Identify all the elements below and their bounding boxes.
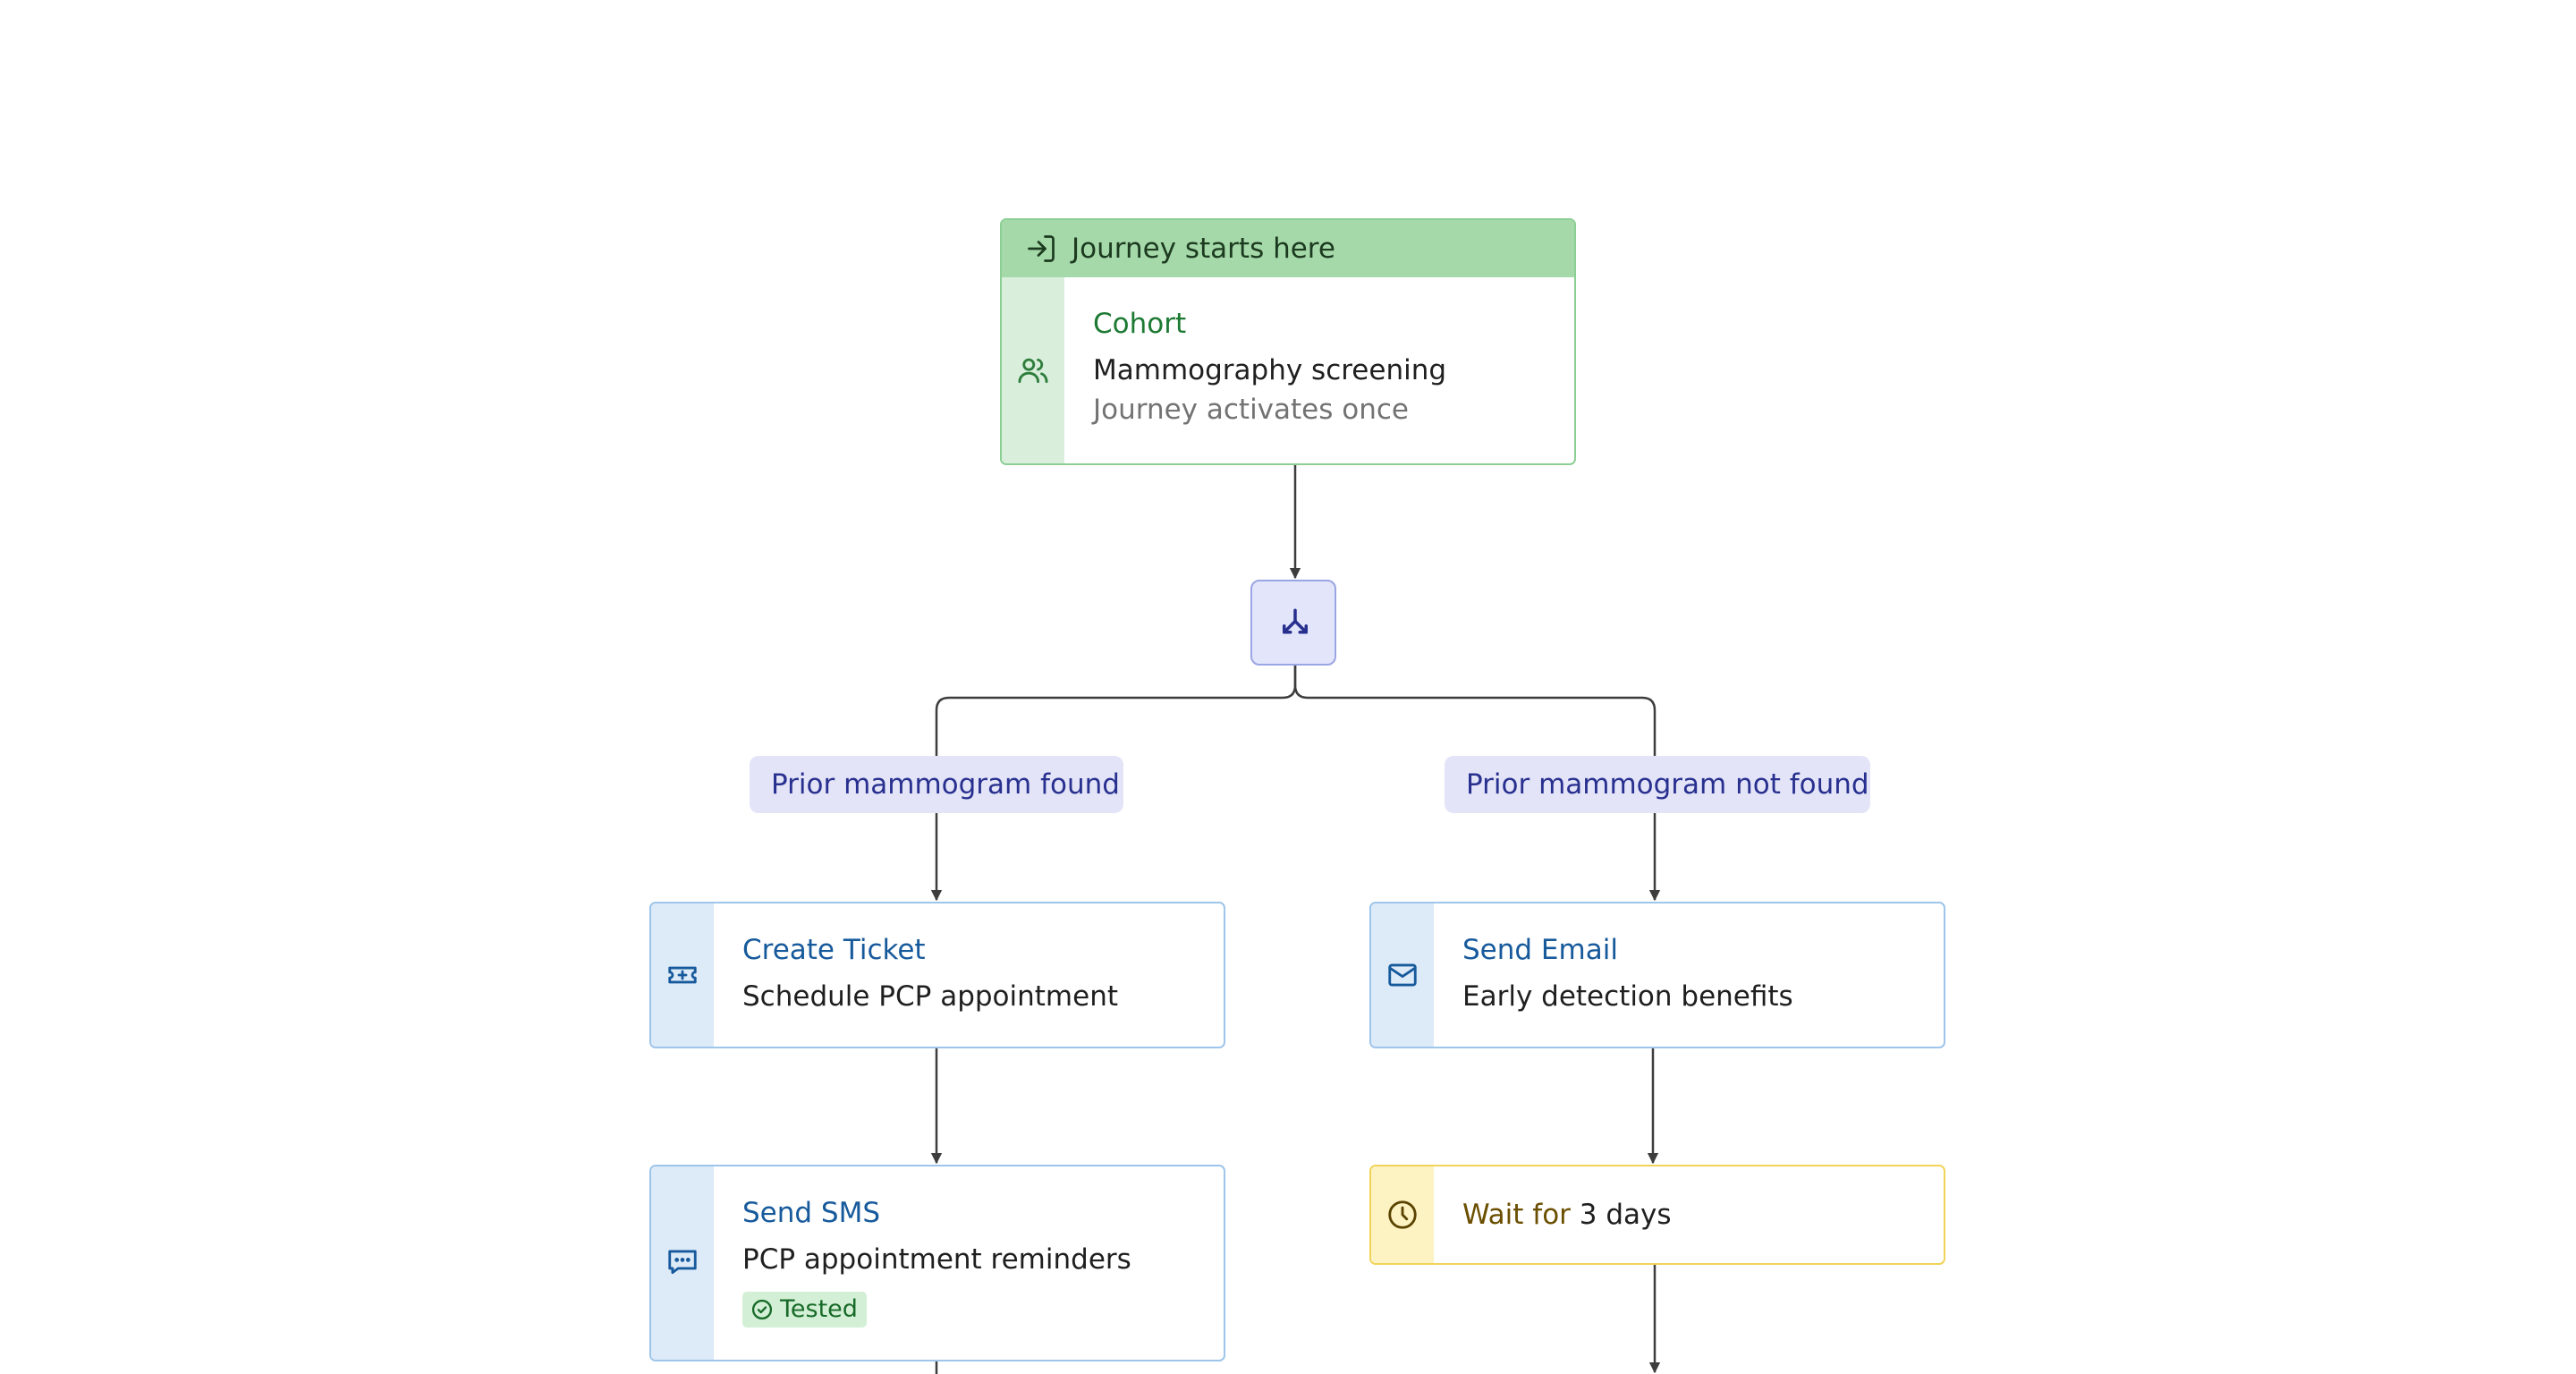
wait-duration: 3 days (1579, 1199, 1672, 1231)
cohort-name: Mammography screening (1093, 354, 1447, 386)
action-rail (1371, 903, 1434, 1047)
action-rail (651, 1166, 714, 1360)
journey-start-header: Journey starts here (1002, 220, 1574, 277)
journey-start-label: Journey starts here (1072, 233, 1335, 265)
users-icon (1016, 353, 1050, 391)
activation-note: Journey activates once (1093, 394, 1409, 426)
wait-label: Wait for (1462, 1199, 1571, 1231)
badge-label: Tested (780, 1295, 858, 1323)
check-badge-icon (751, 1299, 773, 1320)
mail-icon (1385, 958, 1419, 996)
clock-icon (1385, 1198, 1419, 1235)
send-email-node[interactable]: Send Email Early detection benefits (1369, 902, 1945, 1048)
journey-start-node[interactable]: Journey starts here Cohort Mammography s… (1000, 218, 1576, 465)
create-ticket-node[interactable]: Create Ticket Schedule PCP appointment (649, 902, 1225, 1048)
node-type-label: Cohort (1093, 308, 1187, 340)
action-body: Send Email Early detection benefits (1462, 930, 1926, 1016)
send-sms-node[interactable]: Send SMS PCP appointment reminders Teste… (649, 1165, 1225, 1361)
cohort-body: Cohort Mammography screening Journey act… (1093, 304, 1556, 429)
wait-body: Wait for 3 days (1462, 1195, 1926, 1234)
message-icon (665, 1244, 699, 1282)
node-detail: Early detection benefits (1462, 980, 1793, 1013)
action-rail (651, 903, 714, 1047)
branch-label-not-found[interactable]: Prior mammogram not found (1445, 756, 1870, 813)
split-node[interactable] (1250, 580, 1336, 666)
cohort-rail (1002, 277, 1064, 463)
split-arrows-icon (1283, 608, 1308, 634)
node-type-label: Send Email (1462, 934, 1618, 966)
sign-in-icon (1025, 233, 1057, 268)
ticket-icon (665, 958, 699, 996)
node-detail: PCP appointment reminders (742, 1243, 1131, 1276)
node-detail: Schedule PCP appointment (742, 980, 1118, 1013)
branch-label-found[interactable]: Prior mammogram found (750, 756, 1123, 813)
action-body: Send SMS PCP appointment reminders Teste… (742, 1193, 1206, 1327)
wait-rail (1371, 1166, 1434, 1263)
node-type-label: Create Ticket (742, 934, 926, 966)
action-body: Create Ticket Schedule PCP appointment (742, 930, 1206, 1016)
node-type-label: Send SMS (742, 1197, 881, 1229)
connector-split-right (1293, 666, 1657, 756)
wait-node[interactable]: Wait for 3 days (1369, 1165, 1945, 1265)
connector-split-left (935, 666, 1297, 756)
tested-badge: Tested (742, 1292, 867, 1327)
